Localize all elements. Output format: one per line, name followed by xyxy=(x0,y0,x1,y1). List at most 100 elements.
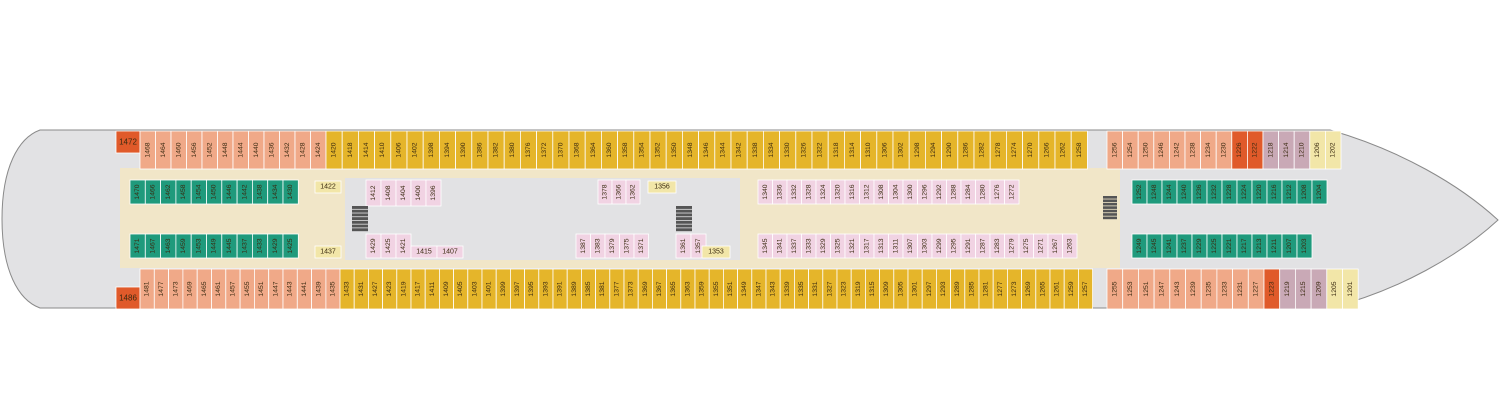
cabin-1263[interactable]: 1263 xyxy=(1062,233,1078,259)
cabin-1417[interactable]: 1417 xyxy=(410,268,426,310)
cabin-1318[interactable]: 1318 xyxy=(827,130,845,170)
cabin-1234[interactable]: 1234 xyxy=(1200,130,1217,170)
cabin-1233[interactable]: 1233 xyxy=(1216,268,1234,310)
cabin-1402[interactable]: 1402 xyxy=(406,130,424,170)
cabin-1341[interactable]: 1341 xyxy=(772,233,788,259)
cabin-1359[interactable]: 1359 xyxy=(694,268,710,310)
cabin-1450[interactable]: 1450 xyxy=(206,179,223,205)
cabin-1244[interactable]: 1244 xyxy=(1161,179,1178,205)
cabin-1329[interactable]: 1329 xyxy=(815,233,831,259)
cabin-1376[interactable]: 1376 xyxy=(520,130,538,170)
cabin-1261[interactable]: 1261 xyxy=(1049,268,1065,310)
cabin-1382[interactable]: 1382 xyxy=(487,130,505,170)
cabin-1326[interactable]: 1326 xyxy=(795,130,813,170)
cabin-1378[interactable]: 1378 xyxy=(597,179,613,205)
cabin-1463[interactable]: 1463 xyxy=(160,233,177,259)
cabin-1423[interactable]: 1423 xyxy=(382,268,398,310)
cabin-1360[interactable]: 1360 xyxy=(601,130,619,170)
cabin-1433[interactable]: 1433 xyxy=(251,233,269,259)
cabin-1228[interactable]: 1228 xyxy=(1221,179,1238,205)
cabin-1340[interactable]: 1340 xyxy=(757,179,773,205)
cabin-1350[interactable]: 1350 xyxy=(665,130,683,170)
cabin-1436[interactable]: 1436 xyxy=(263,130,280,170)
cabin-1229[interactable]: 1229 xyxy=(1191,233,1208,259)
cabin-1303[interactable]: 1303 xyxy=(917,233,933,259)
cabin-1314[interactable]: 1314 xyxy=(844,130,862,170)
cabin-1437[interactable]: 1437 xyxy=(236,233,253,259)
cabin-1211[interactable]: 1211 xyxy=(1266,233,1283,259)
cabin-1411[interactable]: 1411 xyxy=(424,268,440,310)
cabin-1295[interactable]: 1295 xyxy=(946,233,962,259)
cabin-1415[interactable]: 1415 xyxy=(410,245,438,259)
cabin-1235[interactable]: 1235 xyxy=(1200,268,1218,310)
cabin-1215[interactable]: 1215 xyxy=(1295,268,1312,310)
cabin-1439[interactable]: 1439 xyxy=(311,268,327,310)
cabin-1237[interactable]: 1237 xyxy=(1176,233,1193,259)
cabin-1406[interactable]: 1406 xyxy=(390,130,408,170)
cabin-1421[interactable]: 1421 xyxy=(395,233,412,259)
cabin-1472[interactable]: 1472 xyxy=(115,130,141,154)
cabin-1371[interactable]: 1371 xyxy=(633,233,649,259)
cabin-1425[interactable]: 1425 xyxy=(282,233,299,259)
cabin-1338[interactable]: 1338 xyxy=(746,130,764,170)
cabin-1395[interactable]: 1395 xyxy=(524,268,540,310)
cabin-1213[interactable]: 1213 xyxy=(1251,233,1268,259)
cabin-1440[interactable]: 1440 xyxy=(248,130,265,170)
cabin-1418[interactable]: 1418 xyxy=(341,130,359,170)
cabin-1225[interactable]: 1225 xyxy=(1206,233,1223,259)
cabin-1203[interactable]: 1203 xyxy=(1296,233,1313,259)
cabin-1434[interactable]: 1434 xyxy=(267,179,284,205)
cabin-1429[interactable]: 1429 xyxy=(267,233,284,259)
cabin-1429[interactable]: 1429 xyxy=(365,233,382,259)
cabin-1465[interactable]: 1465 xyxy=(196,268,212,310)
cabin-1422[interactable]: 1422 xyxy=(314,180,342,194)
cabin-1293[interactable]: 1293 xyxy=(936,268,952,310)
cabin-1275[interactable]: 1275 xyxy=(1018,233,1034,259)
cabin-1345[interactable]: 1345 xyxy=(757,233,773,259)
cabin-1410[interactable]: 1410 xyxy=(374,130,392,170)
cabin-1328[interactable]: 1328 xyxy=(801,179,817,205)
cabin-1291[interactable]: 1291 xyxy=(960,233,976,259)
cabin-1301[interactable]: 1301 xyxy=(907,268,923,310)
cabin-1273[interactable]: 1273 xyxy=(1007,268,1023,310)
cabin-1458[interactable]: 1458 xyxy=(175,179,192,205)
cabin-1444[interactable]: 1444 xyxy=(232,130,249,170)
cabin-1276[interactable]: 1276 xyxy=(989,179,1005,205)
cabin-1324[interactable]: 1324 xyxy=(815,179,831,205)
cabin-1277[interactable]: 1277 xyxy=(992,268,1008,310)
cabin-1282[interactable]: 1282 xyxy=(973,130,991,170)
cabin-1473[interactable]: 1473 xyxy=(168,268,184,310)
cabin-1379[interactable]: 1379 xyxy=(604,233,620,259)
cabin-1449[interactable]: 1449 xyxy=(206,233,223,259)
cabin-1316[interactable]: 1316 xyxy=(844,179,860,205)
cabin-1448[interactable]: 1448 xyxy=(217,130,234,170)
cabin-1366[interactable]: 1366 xyxy=(611,179,627,205)
cabin-1401[interactable]: 1401 xyxy=(481,268,497,310)
cabin-1369[interactable]: 1369 xyxy=(637,268,653,310)
cabin-1202[interactable]: 1202 xyxy=(1325,130,1342,170)
cabin-1363[interactable]: 1363 xyxy=(680,268,696,310)
cabin-1361[interactable]: 1361 xyxy=(675,233,692,259)
cabin-1317[interactable]: 1317 xyxy=(859,233,875,259)
cabin-1226[interactable]: 1226 xyxy=(1231,130,1248,170)
cabin-1343[interactable]: 1343 xyxy=(765,268,781,310)
cabin-1216[interactable]: 1216 xyxy=(1266,179,1283,205)
cabin-1308[interactable]: 1308 xyxy=(873,179,889,205)
cabin-1342[interactable]: 1342 xyxy=(730,130,748,170)
cabin-1270[interactable]: 1270 xyxy=(1022,130,1040,170)
cabin-1462[interactable]: 1462 xyxy=(160,179,177,205)
cabin-1365[interactable]: 1365 xyxy=(666,268,682,310)
cabin-1445[interactable]: 1445 xyxy=(221,233,238,259)
cabin-1370[interactable]: 1370 xyxy=(552,130,570,170)
cabin-1253[interactable]: 1253 xyxy=(1122,268,1139,310)
cabin-1403[interactable]: 1403 xyxy=(467,268,483,310)
cabin-1393[interactable]: 1393 xyxy=(538,268,554,310)
cabin-1468[interactable]: 1468 xyxy=(139,130,156,170)
cabin-1287[interactable]: 1287 xyxy=(975,233,991,259)
cabin-1285[interactable]: 1285 xyxy=(964,268,980,310)
cabin-1330[interactable]: 1330 xyxy=(779,130,797,170)
cabin-1297[interactable]: 1297 xyxy=(921,268,937,310)
cabin-1219[interactable]: 1219 xyxy=(1279,268,1296,310)
cabin-1238[interactable]: 1238 xyxy=(1184,130,1202,170)
cabin-1344[interactable]: 1344 xyxy=(714,130,732,170)
